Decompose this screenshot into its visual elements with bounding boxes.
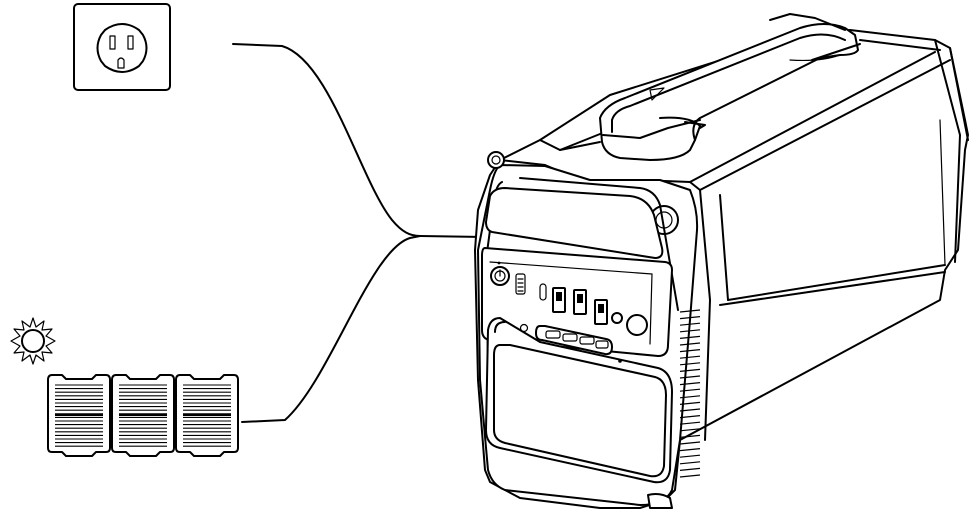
solar-panel-icon bbox=[111, 374, 175, 457]
ac-output-button-icon bbox=[626, 314, 648, 336]
solar-panel-cells bbox=[183, 384, 231, 447]
ac-cable bbox=[232, 43, 616, 316]
usb-c-port-icon bbox=[539, 283, 547, 301]
vent-slot bbox=[679, 355, 701, 359]
vent-slot bbox=[679, 415, 701, 419]
button-strip bbox=[519, 323, 622, 363]
vent-slot bbox=[679, 467, 701, 471]
vent-slot bbox=[679, 349, 701, 353]
vent-slot bbox=[679, 342, 701, 346]
vent-slot bbox=[679, 362, 701, 366]
vent-slot bbox=[679, 309, 701, 313]
solar-panels bbox=[47, 374, 239, 457]
charging-cables bbox=[232, 43, 616, 423]
carry-handle bbox=[559, 13, 861, 161]
vent-slot bbox=[679, 448, 701, 452]
vent-slot bbox=[679, 382, 701, 386]
solar-panel-icon bbox=[47, 374, 111, 457]
usb-a-port-icon bbox=[573, 289, 587, 315]
vent-slot bbox=[679, 388, 701, 392]
lower-grille bbox=[493, 344, 667, 478]
solar-panel-cells bbox=[55, 384, 103, 447]
solar-panel-cells bbox=[119, 384, 167, 447]
vent-slot bbox=[679, 454, 701, 458]
vent-slot bbox=[679, 329, 701, 333]
vent-slot bbox=[679, 474, 701, 478]
vent-slot bbox=[679, 316, 701, 320]
vent-slot bbox=[679, 421, 701, 425]
side-vents bbox=[679, 309, 701, 478]
upper-display-window bbox=[485, 187, 664, 259]
usb-a-port-icon bbox=[594, 299, 608, 325]
solar-cable bbox=[241, 235, 421, 423]
vent-slot bbox=[679, 401, 701, 405]
vent-slot bbox=[679, 375, 701, 379]
vent-slot bbox=[679, 395, 701, 399]
vent-slot bbox=[679, 408, 701, 412]
vent-slot bbox=[679, 368, 701, 372]
dc-input-port-icon bbox=[611, 312, 623, 324]
vent-slot bbox=[679, 335, 701, 339]
vent-slot bbox=[679, 428, 701, 432]
sun-icon bbox=[10, 317, 56, 365]
power-button-icon bbox=[490, 261, 510, 286]
wall-outlet-icon bbox=[73, 3, 171, 91]
usb-a-port-icon bbox=[552, 287, 566, 313]
vent-slot bbox=[679, 441, 701, 445]
vent-slot bbox=[679, 322, 701, 326]
solar-panel-icon bbox=[175, 374, 239, 457]
battery-indicator-icon bbox=[515, 273, 526, 295]
vent-slot bbox=[679, 434, 701, 438]
vent-slot bbox=[679, 461, 701, 465]
power-station-icon bbox=[474, 13, 969, 509]
